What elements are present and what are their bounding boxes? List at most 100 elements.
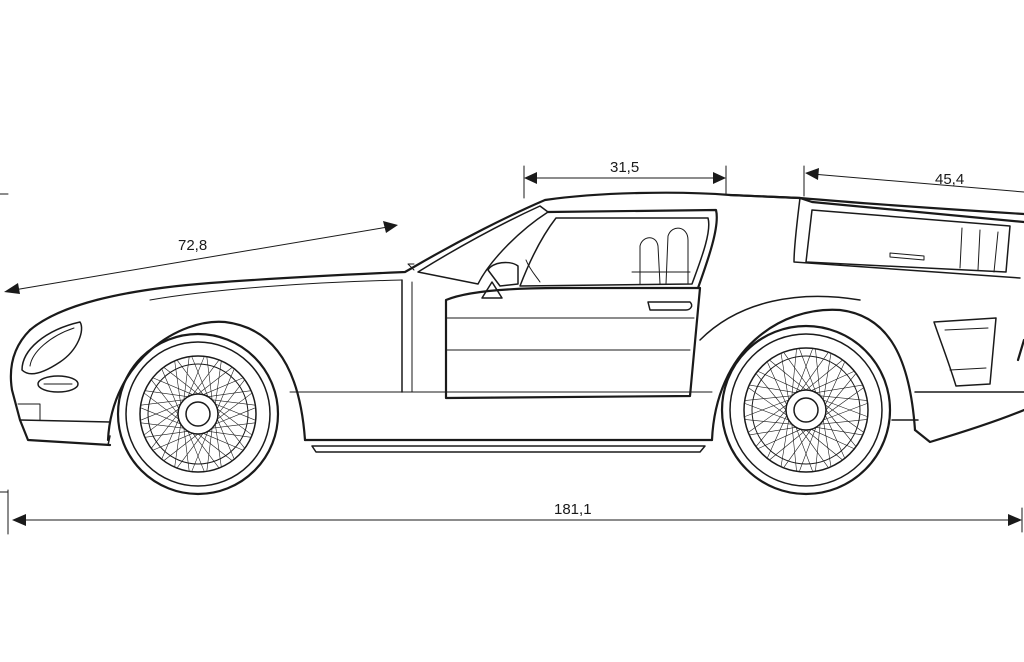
wheel-spoke xyxy=(819,419,867,425)
rear-wheel xyxy=(720,324,892,496)
wheel-spoke xyxy=(191,357,209,397)
wheel-spoke xyxy=(823,419,832,467)
wheel-spoke xyxy=(211,399,255,406)
wheel-spoke xyxy=(174,361,181,405)
dimension-label-front-overhang: 72,8 xyxy=(178,237,207,254)
wheel-spoke xyxy=(825,414,845,458)
wheel-spoke xyxy=(187,357,205,397)
wheel-spoke xyxy=(799,427,817,471)
wheel-spoke xyxy=(783,429,812,468)
dimension-label-rear-window: 45,4 xyxy=(935,171,964,188)
wheel-spoke xyxy=(207,431,251,438)
wheel-spoke xyxy=(819,395,867,401)
wheel-spoke xyxy=(217,418,235,459)
wheel-spoke xyxy=(177,360,204,395)
wheel-spoke xyxy=(825,387,864,416)
wheel-spoke xyxy=(145,390,189,397)
wheel-spoke xyxy=(749,427,797,436)
wheel-spoke xyxy=(217,393,252,420)
wheel-spoke xyxy=(749,384,797,393)
wheel-spoke xyxy=(206,427,213,471)
wheel-spoke xyxy=(202,433,243,451)
car-body xyxy=(9,191,1024,453)
wheel-spoke xyxy=(217,408,252,435)
wheel-spoke xyxy=(161,418,179,459)
dimension-overall-length: 181,1 xyxy=(7,489,1023,535)
wheel-spoke xyxy=(810,429,854,449)
wheel-spoke xyxy=(823,403,867,421)
dimension-rear-window: 45,4 xyxy=(803,165,1024,197)
wheel-spoke xyxy=(192,360,219,395)
wheel-spoke xyxy=(215,403,255,421)
wheel-spoke xyxy=(815,384,863,393)
wheel-spoke xyxy=(756,409,787,447)
wheel-spoke xyxy=(795,427,813,471)
wheel-spoke xyxy=(141,407,181,425)
front-wheel-spokes xyxy=(141,357,255,471)
wheel-spoke xyxy=(745,399,789,417)
dimension-roof: 31,5 xyxy=(523,159,727,199)
dimension-label-overall-length: 181,1 xyxy=(554,501,592,518)
dimension-front-overhang: 72,8 xyxy=(4,221,398,294)
wheel-spoke xyxy=(164,367,199,395)
wheel-spoke xyxy=(164,433,199,461)
wheel-spoke xyxy=(758,429,802,449)
wheel-spoke xyxy=(769,429,807,460)
wheel-spoke xyxy=(767,362,787,406)
wheel-spoke xyxy=(745,419,793,425)
wheel-spoke xyxy=(215,423,222,467)
wheel-spoke xyxy=(151,413,179,448)
wheel-spoke xyxy=(187,431,205,471)
wheel-spoke xyxy=(197,433,232,461)
wheel-spoke xyxy=(815,423,821,471)
wheel-spoke xyxy=(748,387,787,416)
wheel-spoke xyxy=(748,404,787,433)
wheel-spoke xyxy=(217,413,245,448)
wheel-spoke xyxy=(197,367,232,395)
wheel-spoke xyxy=(815,427,863,436)
wheel-spoke xyxy=(153,377,194,395)
wheel-spoke xyxy=(780,353,789,401)
wheel-spoke xyxy=(141,399,185,406)
wheel-spoke xyxy=(141,422,185,429)
wheel-spoke xyxy=(756,373,787,411)
wheel-spoke xyxy=(211,422,255,429)
wheel-spoke xyxy=(805,360,843,391)
wheel-spoke xyxy=(799,349,817,393)
wheel-spoke xyxy=(780,419,789,467)
wheel-spoke xyxy=(825,362,845,406)
wheel-spoke xyxy=(183,427,190,471)
wheel-spoke xyxy=(202,377,243,395)
wheel-spoke xyxy=(800,352,829,391)
wheel-spoke xyxy=(795,349,813,393)
wheel-spoke xyxy=(825,404,864,433)
wheel-spoke xyxy=(783,352,812,391)
wheel-spoke xyxy=(758,371,802,391)
wheel-spoke xyxy=(215,361,222,405)
wheel-spoke xyxy=(183,357,190,401)
wheel-spoke xyxy=(800,429,829,468)
wheel-spoke xyxy=(144,408,179,435)
wheel-spoke xyxy=(823,353,832,401)
rear-wheel-spokes xyxy=(745,349,867,471)
wheel-spoke xyxy=(823,399,867,417)
wheel-spoke xyxy=(151,380,179,415)
wheel-spoke xyxy=(174,423,181,467)
wheel-spoke xyxy=(805,429,843,460)
wheel-spoke xyxy=(810,371,854,391)
dimension-label-roof: 31,5 xyxy=(610,159,639,176)
wheel-spoke xyxy=(215,407,255,425)
wheel-spoke xyxy=(767,414,787,458)
wheel-spoke xyxy=(745,395,793,401)
wheel-spoke xyxy=(206,357,213,401)
wheel-spoke xyxy=(217,380,245,415)
wheel-spoke xyxy=(825,373,856,411)
car-cabin xyxy=(401,205,718,400)
wheel-spoke xyxy=(815,349,821,397)
wheel-spoke xyxy=(745,403,789,421)
wheel-spoke xyxy=(191,431,209,471)
wheel-spoke xyxy=(791,349,797,397)
wheel-spoke xyxy=(161,369,179,410)
wheel-spoke xyxy=(217,369,235,410)
